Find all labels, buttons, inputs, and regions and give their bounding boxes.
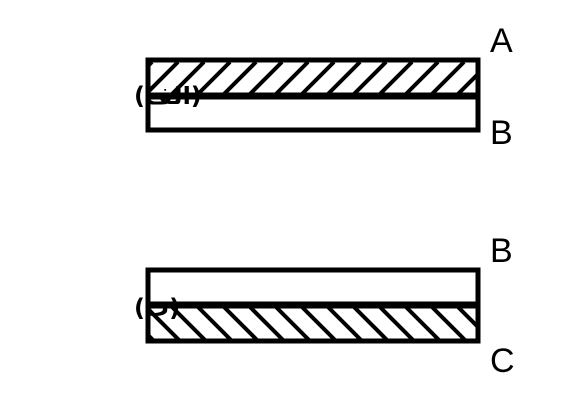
hatch-line-a [484,62,516,94]
hatch-line-a [326,62,362,95]
hatch-line-a [170,62,206,95]
layer-label-b-bottom: B [490,232,513,270]
layer-c-hatch [150,307,543,340]
hatch-line-a [196,62,232,95]
hatch-line-c [196,307,233,339]
panel-alef-caption: (الف) [134,82,202,110]
hatch-line-c [170,307,207,339]
hatch-line-a [430,62,466,95]
hatch-line-a [222,62,258,95]
panel-be-caption: (ب) [134,294,180,322]
layer-label-c: C [490,342,515,380]
hatch-line-c [326,307,363,339]
hatch-line-a [378,62,414,95]
hatch-line-a [352,62,388,95]
hatch-line-c [404,307,441,339]
hatch-line-c [484,307,517,340]
hatch-line-c [352,307,389,339]
hatch-line-c [150,308,181,339]
hatch-line-a [274,62,310,95]
hatch-line-a [248,62,284,95]
hatch-line-a [456,73,476,95]
hatch-line-a [300,62,336,95]
panel-be: (ب) B C [134,232,543,380]
hatch-line-c [274,307,311,339]
hatch-line-a [404,62,440,95]
hatch-line-c [222,307,259,339]
hatch-line-a [150,62,180,93]
hatch-line-c [300,307,337,339]
layer-label-b-top: B [490,114,513,152]
hatch-line-c [378,307,415,339]
layer-a-hatch [150,62,542,95]
layer-label-a: A [490,22,513,60]
hatch-line-c [510,307,543,340]
panel-alef: (الف) A B [134,22,542,152]
hatch-line-c [456,307,476,328]
hatch-line-a [510,62,542,94]
hatch-line-c [248,307,285,339]
hatch-line-c [430,307,467,339]
